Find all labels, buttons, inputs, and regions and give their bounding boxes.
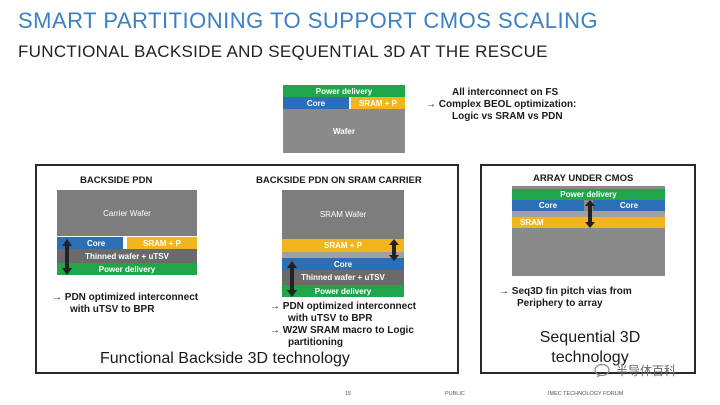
bs-vertical-arrow-icon [62, 239, 72, 275]
auc-notes: → Seq3D fin pitch vias from Periphery to… [499, 286, 632, 309]
auc-core2-layer: Core [593, 200, 665, 211]
chat-bubble-icon [594, 363, 610, 378]
bss-notes: → PDN optimized interconnect with uTSV t… [270, 301, 417, 348]
top-wafer-layer: Wafer [283, 109, 405, 153]
footer-page-number: 15 [345, 391, 352, 397]
array-under-cmos-title: ARRAY UNDER CMOS [533, 173, 634, 184]
bss-lower-arrow-icon [287, 261, 297, 297]
bss-core-layer: Core [282, 258, 404, 270]
bss-upper-arrow-icon [389, 239, 399, 261]
bs-carrier-layer: Carrier Wafer [57, 190, 197, 236]
bs-power-layer: Power delivery [57, 263, 197, 275]
bss-thinned-layer: Thinned wafer + uTSV [282, 270, 404, 285]
backside-sram-title: BACKSIDE PDN ON SRAM CARRIER [256, 175, 422, 186]
top-power-layer: Power delivery [283, 85, 405, 97]
watermark-text: 半导体百科 [616, 364, 677, 378]
top-notes: All interconnect on FS → Complex BEOL op… [426, 87, 577, 122]
functional-backside-label: Functional Backside 3D technology [100, 350, 350, 367]
top-core-layer: Core [283, 97, 349, 109]
auc-core1-layer: Core [512, 200, 584, 211]
bs-core-layer: Core [57, 237, 123, 249]
auc-power-layer: Power delivery [512, 189, 665, 200]
bss-wafer-layer: SRAM Wafer [282, 190, 404, 239]
bss-gap-layer [282, 252, 404, 258]
slide-title: SMART PARTITIONING TO SUPPORT CMOS SCALI… [18, 8, 599, 33]
footer-forum: IMEC TECHNOLOGY FORUM [548, 391, 624, 397]
backside-pdn-title: BACKSIDE PDN [80, 175, 153, 186]
auc-vertical-arrow-icon [585, 200, 595, 228]
sequential-3d-label: Sequential 3D technology [539, 329, 641, 366]
bs-sram-layer: SRAM + P [127, 237, 197, 249]
bss-power-layer: Power delivery [282, 285, 404, 297]
slide-subtitle: FUNCTIONAL BACKSIDE AND SEQUENTIAL 3D AT… [18, 42, 548, 61]
bs-thinned-layer: Thinned wafer + uTSV [57, 249, 197, 263]
top-sram-layer: SRAM + P [351, 97, 405, 109]
watermark: 半导体百科 [594, 362, 676, 379]
footer-public: PUBLIC [445, 391, 465, 397]
bs-notes: → PDN optimized interconnect with uTSV t… [52, 292, 199, 315]
bss-sram-layer: SRAM + P [282, 239, 404, 252]
